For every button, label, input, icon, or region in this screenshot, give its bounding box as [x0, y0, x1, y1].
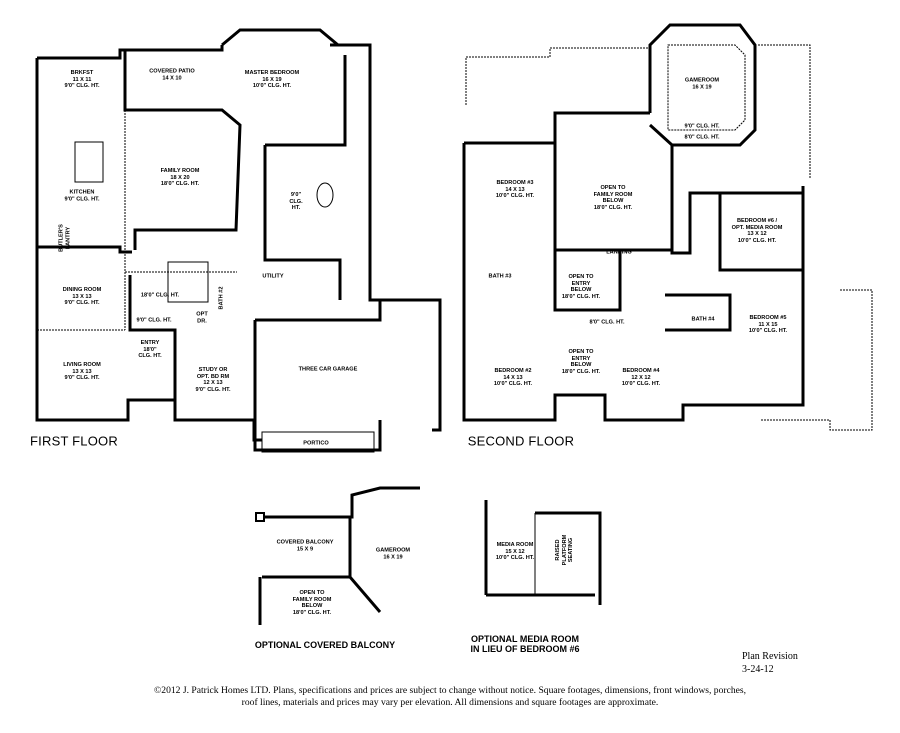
room-portico: PORTICO — [303, 440, 329, 447]
copyright-notice: ©2012 J. Patrick Homes LTD. Plans, speci… — [153, 685, 747, 708]
room-bath-2: BATH #2 — [218, 286, 225, 310]
hall-ceiling-2: 8'0" CLG. HT. — [589, 319, 625, 326]
room-utility: UTILITY — [262, 273, 284, 280]
second-floor-title: SECOND FLOOR — [467, 433, 575, 449]
first-floor-details — [37, 110, 375, 453]
optional-balcony-walls — [258, 486, 420, 625]
second-floor-walls — [462, 23, 805, 422]
room-bath-3: BATH #3 — [488, 273, 512, 280]
optional-media-walls — [484, 500, 602, 605]
room-master-bath: 9'0"CLG.HT. — [289, 192, 303, 212]
gameroom-ceiling-9: 9'0" CLG. HT. — [684, 123, 720, 130]
first-floor-walls — [35, 28, 442, 452]
landing: LANDING — [606, 249, 632, 256]
stair-hall-ceiling: 18'0" CLG. HT. — [140, 292, 180, 299]
optional-balcony-title: OPTIONAL COVERED BALCONY — [254, 640, 396, 650]
hall-ceiling: 9'0" CLG. HT. — [136, 317, 172, 324]
second-floor-roof-lines — [465, 44, 873, 431]
first-floor-title: FIRST FLOOR — [30, 433, 118, 449]
room-bath-4: BATH #4 — [691, 316, 715, 323]
room-garage: THREE CAR GARAGE — [298, 366, 358, 373]
gameroom-ceiling-8: 8'0" CLG. HT. — [684, 134, 720, 141]
